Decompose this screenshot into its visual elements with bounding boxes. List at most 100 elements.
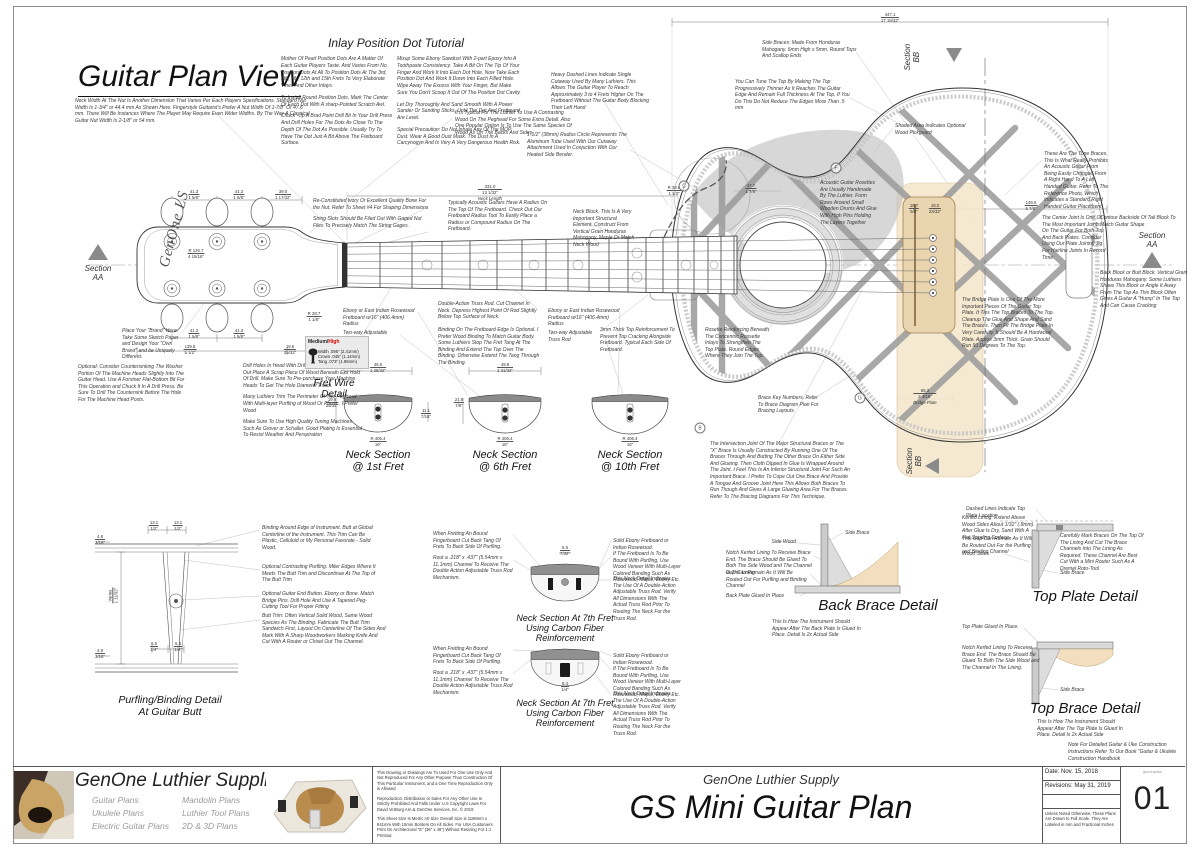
tail-block [1065,231,1093,299]
section-aa-marker-right-icon [1142,252,1162,268]
7f2-ebony-note: Solid Ebony Fretboard or Indian Rosewood… [613,653,669,666]
neck-block-note: Neck Block. This Is A Very Important Str… [573,209,635,248]
plan-title: GS Mini Guitar Plan [629,789,913,825]
brace-key-G: G [854,392,866,404]
7f1-ebony-note: Solid Ebony Fretboard or Indian Rosewood… [613,538,669,551]
tb-side-brace-label: Side Brace [1060,687,1085,693]
tutorial-col1: Mother Of Pearl Position Dots Are A Matt… [281,56,393,152]
back-brace-detail-title: Back Brace Detail [818,597,938,614]
products-col2: Mandolin Plans Luthier Tool Plans 2D & 3… [182,795,250,832]
bridge-plate-note: The Bridge Plate Is One Of The More Impo… [962,297,1054,350]
titleblock-divider [372,767,373,843]
fret-wire-spec-box: Medium/High Width .095" (2.41mm) Crown .… [305,336,369,369]
tp-wood-sides-label: Wood Sides [962,551,989,557]
nut-material-note: Re-Constituted Ivory Or Excellent Qualit… [313,198,429,211]
strings [346,237,931,294]
purfling-detail-drawing [95,543,238,673]
tp-kerfed-note: Kerfed Lining. Extend Above Wood Sides A… [962,515,1035,541]
tuner-buttons [160,197,274,333]
rosette-note: Acoustic Guitar Rosettes Are Usually Han… [820,180,877,226]
position-dots [421,247,719,283]
7f1-rout-note: Rout a .218" x .437" (5.54mm x 11.1mm) C… [433,555,513,581]
page-title: Guitar Plan View [78,60,301,97]
neck-section-6th [468,394,542,434]
pickguard-note: Shaded Area Indicates Optional Wood Pick… [895,123,966,136]
neck-section-10th [591,394,669,435]
bb-side-wood-label: Side Wood [771,539,796,545]
top-plate-detail-drawing [1000,520,1114,589]
headstock: GenOne LS [136,189,346,333]
scale-note: Unless Noted Otherwise, These Plans Are … [1045,811,1116,827]
tutorial-para: Mixup Some Ebony Sawdust With 2-part Epo… [397,56,521,96]
fretboard-binding-note: Binding On The Fretboard Edge Is Optiona… [438,327,540,366]
fret-wire-crown: Crown .045" (1.14mm) [318,353,360,359]
7f2-rout-note: Rout a .218" x .437" (5.54mm x 11.1mm) C… [433,670,513,696]
frets [379,236,735,294]
titleblock-divider [1120,767,1121,843]
brace-key-C: C [678,180,690,192]
7f1-fretting-note: When Fretting An Bound Fingerboard Cut B… [433,531,502,551]
ns-trussrod-label-2: Two-way Adjustable Truss Rod [548,330,593,343]
bb-notch-note: Notch Kerfed Lining To Receive Brace End… [726,550,812,576]
seventh-fret-sections [530,563,600,687]
neck-cross-sections [343,394,669,435]
sheet-code: gsminiplan [1142,769,1163,774]
pf-binding-note: Binding Around Edge of Instrument. Butt … [262,525,373,551]
tp-mark-braces-note: Carefully Mark Braces On The Top Of The … [1060,533,1144,572]
back-block-note: Back Block or Butt Block. Vertical Grain… [1100,270,1188,309]
title-cell: GenOne Luthier Supply GS Mini Guitar Pla… [500,767,1042,843]
kerfed-lining [680,94,1100,436]
tutorial-col2: Mixup Some Ebony Sawdust With 2-part Epo… [397,56,521,152]
brace-key-F: F [830,162,842,174]
top-brace-detail-drawing [1031,641,1114,704]
guitar-photo-left [14,771,74,839]
titleblock-divider [500,767,501,843]
contour-tail-note: Contour Backside Of Tail Block To Match … [1100,215,1176,228]
dates-cell: Date: Nov. 15, 2018 Revisions: May 31, 2… [1042,767,1120,843]
cutaway-radius-circle [673,157,751,235]
rosette-reinforcing-note: Rosette Reinforcing Beneath The Concentr… [705,327,769,360]
peghead-contrast-note: It Is Typical For The Luthier To Use A C… [455,110,572,136]
machine-head-notes-stack: Drill Holes In Head With Drill Press. To… [243,363,363,444]
tutorial-para: Special Precaution: Do Not Inhale Any Of… [397,126,521,147]
tutorial-para: Mother Of Pearl Position Dots Are A Matt… [281,56,387,89]
bridge-pins [929,234,937,297]
tb-notch-note: Notch Kerfed Lining To Receive Brace End… [962,645,1040,671]
seventh-fret-section-1 [530,563,600,602]
7f2-bound-note: If The Fretboard Is To Be Bound With Pur… [613,666,681,699]
pf-purfling-note: Optional Contrasting Purfling. Miter Edg… [262,564,376,584]
tp-gap-note: This Gap Can Remain As It Will Be Routed… [962,536,1033,556]
top-reinforcement-note: 3mm Thick Top Reinforcement To Prevent T… [600,327,675,353]
logo-cell: GenOne Luthier Supplies Guitar Plans Uku… [13,767,372,843]
cutaway-dashed [659,159,727,247]
fret-wire-icon [308,348,318,364]
seventh-fret-section-2 [530,648,600,687]
pf-butt-trim-note: Butt Trim: Often Vertical Solid Wood, Sa… [262,613,386,646]
side-braces-note: Side Braces: Made From Honduras Mahogany… [762,40,857,60]
tutorial-para: To Install Round Position Dots, Mark The… [281,94,389,108]
titleblock-divider [1042,767,1043,843]
bb-gap-note: Gap Can Remain As It Will Be Routed Out … [726,570,807,590]
section-bb-marker-top-icon [946,48,962,62]
tb-top-plate-label: Top Plate Glued In Place. [962,624,1019,630]
body-outline [671,87,1109,443]
tuner-posts [163,233,271,297]
title-block: GenOne Luthier Supplies Guitar Plans Uku… [13,766,1185,843]
